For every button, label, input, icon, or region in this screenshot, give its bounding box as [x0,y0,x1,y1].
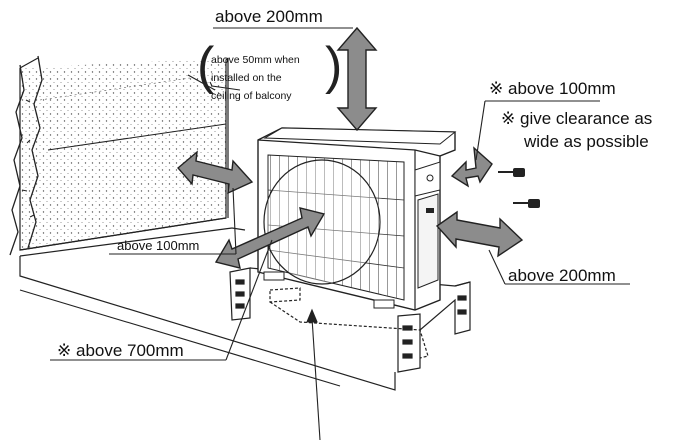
label-left-clearance: above 100mm [117,238,200,253]
balcony-note-line-2: installed on the [211,72,282,84]
label-right-clearance: above 200mm [508,266,616,285]
wall-broken-edge [9,55,43,256]
label-clearance-note-line-2: wide as possible [524,132,649,151]
support-bracket-left [229,267,251,321]
label-right-top-text: above 100mm [507,79,616,98]
balcony-note-line-3: ceiling of balcony [211,90,292,102]
balcony-note-line-1: above 50mm when [211,54,300,66]
clearance-arrow-right-top [450,146,493,188]
clearance-arrow-top [336,26,378,132]
clearance-arrow-front [214,207,326,269]
wall [19,57,229,251]
leader-lines [19,27,630,441]
balcony-note: above 50mm when installed on the ceiling… [211,51,329,105]
reference-mark-icon: ※ [57,341,72,360]
balcony-note-open-paren: ( [197,37,215,95]
label-top-clearance: above 200mm [215,7,323,26]
label-clearance-note-line-1: ※ give clearance as [501,110,652,127]
label-right-top-clearance: ※ above 100mm [489,80,616,97]
mounting-screw [498,168,525,177]
label-front-text: above 700mm [75,341,184,360]
mounting-screw [513,199,540,208]
balcony-note-close-paren: ) [325,37,343,95]
outdoor-air-conditioner-unit [257,127,457,311]
reference-mark-icon: ※ [501,109,516,128]
label-front-clearance: ※ above 700mm [57,342,184,359]
clearance-arrow-left [177,150,254,195]
clearance-arrow-right [435,210,524,258]
label-clearance-text-1: give clearance as [519,109,653,128]
reference-mark-icon: ※ [489,79,504,98]
floor-slab [19,227,396,391]
